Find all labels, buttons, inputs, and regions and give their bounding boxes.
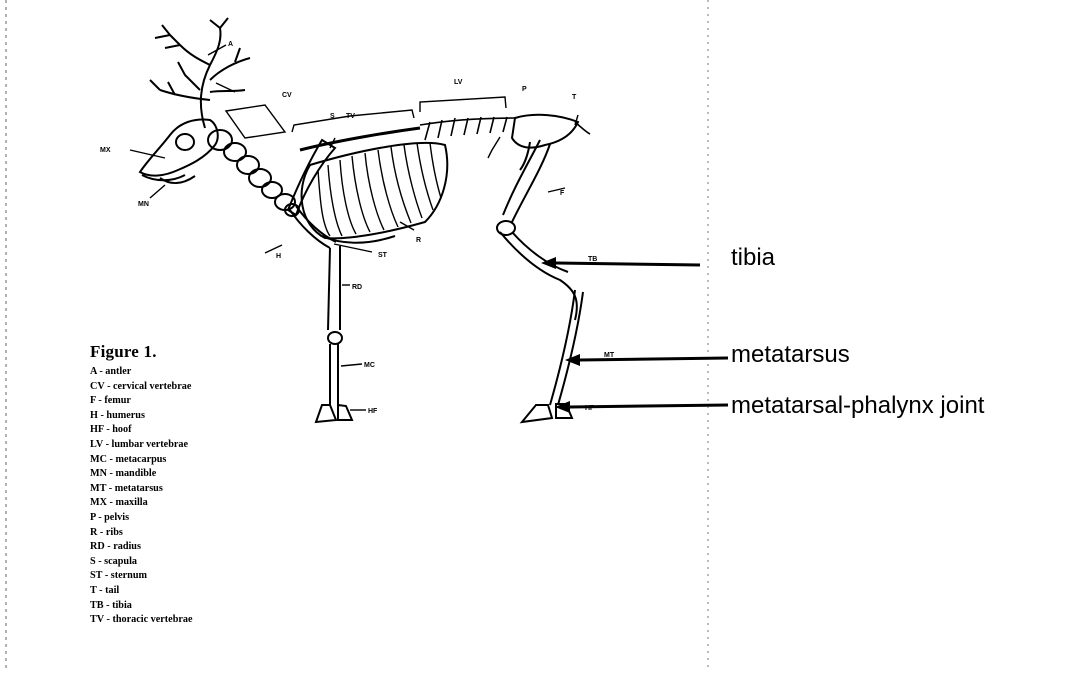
legend-item: MC - metacarpus: [90, 453, 193, 468]
joint-arrow: [555, 401, 728, 413]
tail: [575, 122, 590, 134]
legend-item: RD - radius: [90, 540, 193, 555]
pelvis: [512, 115, 578, 170]
legend-item: S - scapula: [90, 555, 193, 570]
label-HF-front: HF: [368, 408, 378, 415]
label-F: F: [560, 190, 565, 197]
legend-item: R - ribs: [90, 526, 193, 541]
label-RD: RD: [352, 284, 362, 291]
callout-joint: metatarsal-phalynx joint: [731, 394, 984, 418]
label-LV: LV: [454, 79, 463, 86]
label-T: T: [572, 94, 577, 101]
label-CV: CV: [282, 92, 292, 99]
label-TB: TB: [588, 256, 597, 263]
cervical-vertebrae: [208, 130, 295, 210]
label-MT: MT: [604, 352, 615, 359]
legend-item: TV - thoracic vertebrae: [90, 613, 193, 628]
legend-item: LV - lumbar vertebrae: [90, 438, 193, 453]
label-H: H: [276, 253, 281, 260]
tibia-arrow: [541, 257, 700, 269]
label-ST: ST: [378, 252, 388, 259]
ribs: [302, 143, 448, 238]
antler: [150, 18, 250, 128]
legend-item: CV - cervical vertebrae: [90, 380, 193, 395]
label-TV: TV: [346, 113, 355, 120]
callout-metatarsus: metatarsus: [731, 343, 850, 367]
label-MN: MN: [138, 201, 149, 208]
label-A: A: [228, 41, 233, 48]
legend-item: ST - sternum: [90, 569, 193, 584]
label-brackets: [130, 45, 578, 410]
label-S: S: [330, 113, 335, 120]
callout-tibia: tibia: [731, 246, 775, 270]
label-R: R: [416, 237, 421, 244]
thoracic-vertebrae: [300, 128, 420, 150]
label-MX: MX: [100, 147, 111, 154]
legend-item: HF - hoof: [90, 423, 193, 438]
skull: [140, 120, 218, 184]
figure-title: Figure 1.: [90, 342, 193, 362]
legend-item: T - tail: [90, 584, 193, 599]
legend-item: MT - metatarsus: [90, 482, 193, 497]
front-leg: [285, 204, 352, 422]
label-P: P: [522, 86, 527, 93]
legend-item: H - humerus: [90, 409, 193, 424]
legend-item: P - pelvis: [90, 511, 193, 526]
label-MC: MC: [364, 362, 375, 369]
legend-item: TB - tibia: [90, 599, 193, 614]
figure-legend: Figure 1. A - antler CV - cervical verte…: [90, 342, 193, 628]
legend-item: A - antler: [90, 365, 193, 380]
legend-item: F - femur: [90, 394, 193, 409]
legend-item: MN - mandible: [90, 467, 193, 482]
lumbar-vertebrae: [420, 117, 515, 140]
metatarsus-arrow: [565, 354, 728, 366]
hind-leg: [497, 140, 583, 422]
legend-item: MX - maxilla: [90, 496, 193, 511]
